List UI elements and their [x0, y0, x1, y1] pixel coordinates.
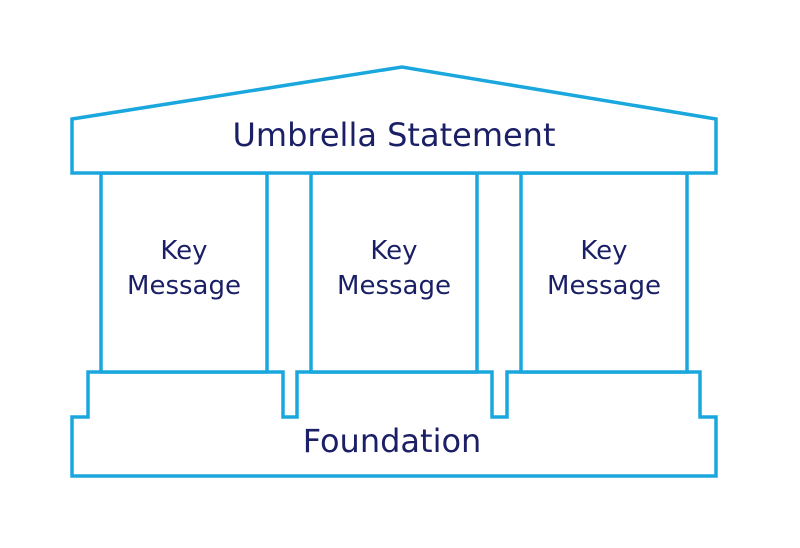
pillar-2 — [309, 171, 479, 374]
pillar-3-label-line1: Key — [580, 236, 627, 266]
roof-shape — [70, 65, 718, 175]
pillar-1-label-line1: Key — [160, 236, 207, 266]
foundation-label: Foundation — [303, 422, 482, 460]
pillar-1 — [99, 171, 269, 374]
pillar-1-label-line2: Message — [127, 271, 241, 301]
pillar-3-label-line2: Message — [547, 271, 661, 301]
pillar-2-label-line1: Key — [370, 236, 417, 266]
umbrella-statement-label: Umbrella Statement — [233, 116, 556, 154]
pillar-2-label-line2: Message — [337, 271, 451, 301]
foundation-shape — [70, 370, 718, 478]
pillar-3 — [519, 171, 689, 374]
